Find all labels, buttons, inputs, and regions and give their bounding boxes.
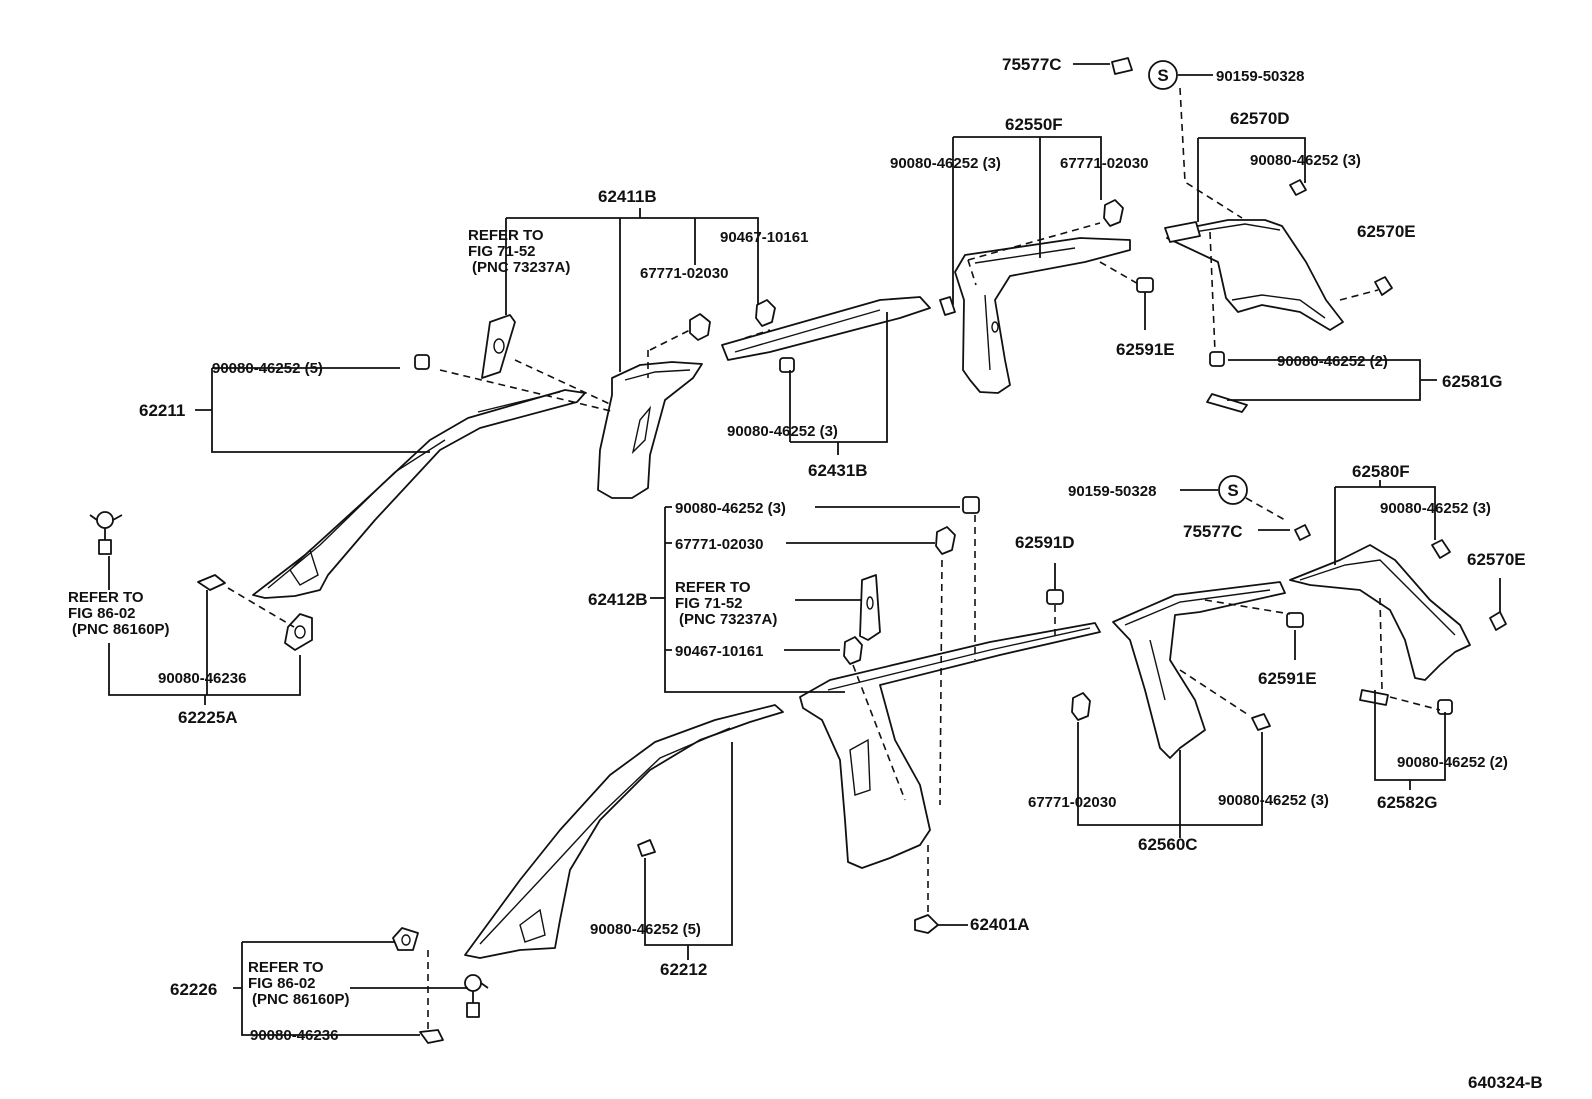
part-drawing-62431b <box>721 296 931 361</box>
label-refer-to-d: REFER TO <box>248 959 324 976</box>
label-90080-46252-2-a: 90080-46252 (2) <box>1277 353 1388 370</box>
label-62560c: 62560C <box>1138 835 1198 854</box>
label-75577c-bottom: 75577C <box>1183 522 1243 541</box>
label-90467-10161-b: 90467-10161 <box>675 643 763 660</box>
label-90080-46252-3-f: 90080-46252 (3) <box>1218 792 1329 809</box>
fastener-clips <box>414 57 1507 934</box>
label-refer-to-c: REFER TO <box>675 579 751 596</box>
label-90080-46252-5-a: 90080-46252 (5) <box>212 360 323 377</box>
label-90467-10161-a: 90467-10161 <box>720 229 808 246</box>
label-pnc-73237a-b: (PNC 73237A) <box>679 611 777 628</box>
label-62591d: 62591D <box>1015 533 1075 552</box>
label-90080-46252-5-b: 90080-46252 (5) <box>590 921 701 938</box>
label-fig-86-02-b: FIG 86-02 <box>248 975 316 992</box>
part-drawing-62225a <box>197 574 313 651</box>
label-90080-46252-3-c: 90080-46252 (3) <box>727 423 838 440</box>
label-refer-to-a: REFER TO <box>468 227 544 244</box>
leader-lines <box>108 63 1501 1036</box>
label-62412b: 62412B <box>588 590 648 609</box>
label-62212: 62212 <box>660 960 707 979</box>
label-90080-46252-2-b: 90080-46252 (2) <box>1397 754 1508 771</box>
s-symbol-top: S <box>1148 60 1178 90</box>
label-62582g: 62582G <box>1377 793 1438 812</box>
label-62411b: 62411B <box>598 187 657 206</box>
label-62431b: 62431B <box>808 461 868 480</box>
label-90080-46236-a: 90080-46236 <box>158 670 246 687</box>
label-67771-02030-a: 67771-02030 <box>1060 155 1148 172</box>
label-90080-46236-b: 90080-46236 <box>250 1027 338 1044</box>
label-67771-02030-c: 67771-02030 <box>675 536 763 553</box>
part-drawing-62411b <box>481 314 703 499</box>
label-62570e-bottom: 62570E <box>1467 550 1526 569</box>
label-62225a: 62225A <box>178 708 238 727</box>
part-drawing-62550f <box>939 237 1131 394</box>
part-drawing-62211 <box>252 389 586 599</box>
label-pnc-73237a-a: (PNC 73237A) <box>472 259 570 276</box>
label-90080-46252-3-a: 90080-46252 (3) <box>890 155 1001 172</box>
s-symbol-text: S <box>1227 481 1238 500</box>
label-refer-to-b: REFER TO <box>68 589 144 606</box>
diagram-id: 640324-B <box>1468 1073 1543 1092</box>
part-drawing-62570d <box>1164 219 1344 413</box>
label-62580f: 62580F <box>1352 462 1410 481</box>
label-62226: 62226 <box>170 980 217 999</box>
label-62211: 62211 <box>139 401 185 420</box>
label-62570d: 62570D <box>1230 109 1290 128</box>
label-62591e-top: 62591E <box>1116 340 1175 359</box>
label-62581g: 62581G <box>1442 372 1503 391</box>
label-90080-46252-3-d: 90080-46252 (3) <box>675 500 786 517</box>
part-drawing-62560c <box>1112 581 1286 759</box>
label-pnc-86160p-b: (PNC 86160P) <box>252 991 350 1008</box>
s-symbol-bottom: S <box>1218 475 1248 505</box>
label-62591e-bottom: 62591E <box>1258 669 1317 688</box>
label-pnc-86160p-a: (PNC 86160P) <box>72 621 170 638</box>
part-drawing-harness-clip-left <box>89 511 123 555</box>
label-90080-46252-3-b: 90080-46252 (3) <box>1250 152 1361 169</box>
label-67771-02030-d: 67771-02030 <box>1028 794 1116 811</box>
part-labels: 75577C 90159-50328 62570D 62550F 90080-4… <box>68 55 1543 1092</box>
part-drawing-62412b <box>799 574 1101 869</box>
label-62570e-top: 62570E <box>1357 222 1416 241</box>
part-drawing-62580f <box>1289 544 1471 706</box>
label-fig-86-02-a: FIG 86-02 <box>68 605 136 622</box>
s-symbol-text: S <box>1157 66 1168 85</box>
label-90159-top: 90159-50328 <box>1216 68 1304 85</box>
label-90080-46252-3-e: 90080-46252 (3) <box>1380 500 1491 517</box>
label-fig-71-52-a: FIG 71-52 <box>468 243 536 260</box>
label-fig-71-52-b: FIG 71-52 <box>675 595 743 612</box>
label-62401a: 62401A <box>970 915 1030 934</box>
label-62550f: 62550F <box>1005 115 1063 134</box>
part-drawing-62212 <box>464 704 784 959</box>
label-90159-bottom: 90159-50328 <box>1068 483 1156 500</box>
label-75577c-top: 75577C <box>1002 55 1062 74</box>
label-67771-02030-b: 67771-02030 <box>640 265 728 282</box>
part-drawing-harness-clip-bottom <box>392 927 489 1044</box>
